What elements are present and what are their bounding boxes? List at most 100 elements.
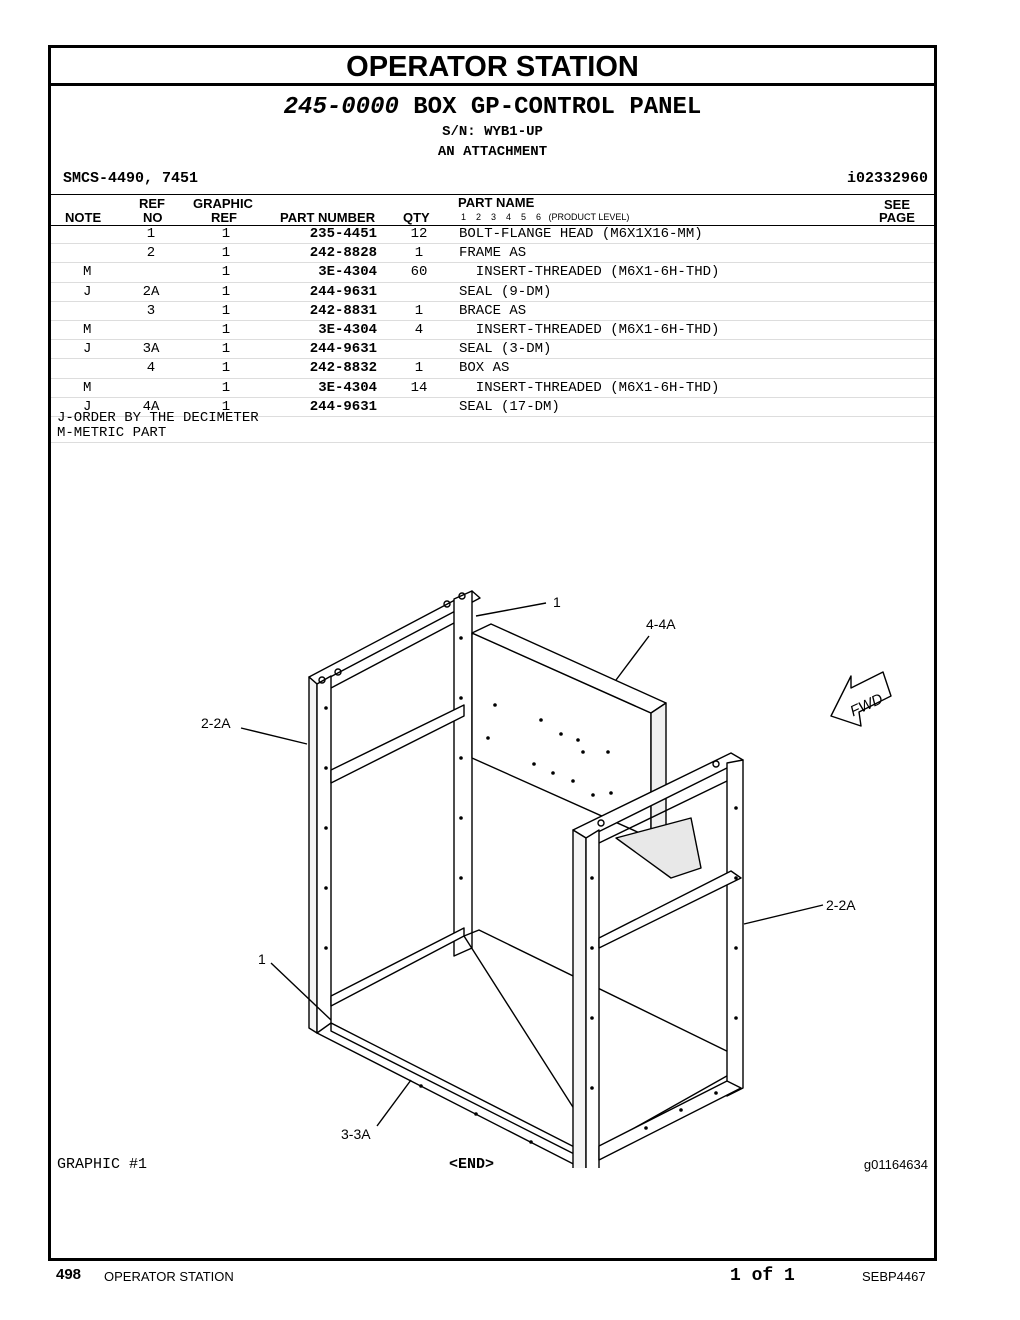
- callout-4-4a: 4-4A: [646, 616, 676, 632]
- ref-no-cell: 2A: [142, 283, 160, 300]
- front-brace: [598, 870, 742, 949]
- notes: J-ORDER BY THE DECIMETER M-METRIC PART: [57, 411, 259, 441]
- back-bottom-rail: [330, 927, 465, 1007]
- graphic-ref-cell: 1: [221, 379, 231, 396]
- qty-cell: 4: [414, 321, 424, 338]
- graphic-ref-cell: 1: [221, 226, 231, 242]
- serial-number: S/N: WYB1-UP: [442, 124, 543, 140]
- parts-table-header: NOTE REF NO GRAPHIC REF PART NUMBER QTY …: [51, 194, 934, 226]
- smcs-code: SMCS-4490, 7451: [63, 170, 199, 187]
- section-title: OPERATOR STATION: [51, 48, 934, 86]
- part-number-cell: 242-8828: [309, 245, 377, 262]
- col-part-name: PART NAME: [458, 195, 535, 210]
- qty-cell: 14: [410, 379, 428, 396]
- part-name-cell: INSERT-THREADED (M6X1-6H-THD): [459, 264, 720, 281]
- document-number: SEBP4467: [862, 1269, 926, 1284]
- part-number-cell: 242-8831: [309, 302, 377, 319]
- graphic-ref-cell: 1: [221, 341, 231, 358]
- ref-no-cell: 2: [146, 245, 156, 262]
- graphic-id: g01164634: [863, 1157, 928, 1172]
- part-number-cell: 244-9631: [309, 341, 377, 358]
- ref-no-cell: 1: [146, 226, 156, 242]
- front-left-post: [572, 829, 587, 1168]
- graphic-ref-cell: 1: [221, 360, 231, 377]
- col-product-level: 1 2 3 4 5 6 (PRODUCT LEVEL): [461, 212, 630, 222]
- back-left-post-face: [316, 675, 332, 1034]
- col-part-number: PART NUMBER: [280, 210, 376, 225]
- part-number-cell: 3E-4304: [318, 264, 377, 281]
- graphic-ref-cell: 1: [221, 245, 231, 262]
- front-bottom-rail: [598, 1080, 742, 1161]
- ref-no-cell: 3: [146, 302, 156, 319]
- attachment-label: AN ATTACHMENT: [437, 144, 548, 160]
- graphic-ref-cell: 1: [221, 264, 231, 281]
- part-number-cell: 244-9631: [309, 398, 377, 415]
- col-note: NOTE: [65, 210, 102, 225]
- illustration-id: i02332960: [846, 170, 928, 187]
- graphic-ref-cell: 1: [221, 321, 231, 338]
- graphic-label: GRAPHIC #1: [57, 1156, 148, 1173]
- note-j: J-ORDER BY THE DECIMETER: [57, 410, 259, 426]
- callout-1-top: 1: [553, 594, 561, 610]
- back-brace: [330, 704, 465, 784]
- page-number: 498: [56, 1266, 82, 1283]
- part-name-cell: INSERT-THREADED (M6X1-6H-THD): [459, 321, 720, 338]
- col-ref-top: REF: [139, 196, 165, 211]
- col-ref-bottom: NO: [143, 210, 163, 225]
- ref-no-cell: 3A: [142, 341, 160, 358]
- part-name-cell: INSERT-THREADED (M6X1-6H-THD): [459, 379, 720, 396]
- group-name: BOX GP-CONTROL PANEL: [413, 94, 702, 121]
- ref-no-cell: 4: [146, 360, 156, 377]
- part-number-cell: 3E-4304: [318, 321, 377, 338]
- note-m: M-METRIC PART: [57, 425, 167, 441]
- col-graphic-bottom: REF: [211, 210, 237, 225]
- part-name-cell: BOLT-FLANGE HEAD (M6X1X16-MM): [459, 226, 703, 242]
- fwd-arrow-icon: [830, 671, 892, 727]
- control-box-side: [650, 702, 667, 839]
- col-qty: QTY: [403, 210, 430, 225]
- part-name-cell: BRACE AS: [459, 302, 527, 319]
- end-label: <END>: [449, 1156, 495, 1173]
- qty-cell: 12: [410, 226, 428, 242]
- part-name-cell: SEAL (17-DM): [459, 398, 560, 415]
- part-number-cell: 242-8832: [309, 360, 377, 377]
- graphic-ref-cell: 1: [221, 398, 231, 415]
- callout-3-3a: 3-3A: [341, 1126, 371, 1142]
- qty-cell: 1: [414, 360, 424, 377]
- page-footer: 498 OPERATOR STATION 1 of 1 SEBP4467: [0, 1266, 1020, 1290]
- group-title: 245-0000 BOX GP-CONTROL PANEL: [51, 94, 934, 121]
- col-see-bottom: PAGE: [879, 210, 915, 225]
- exploded-view-diagram: 1 4-4A 2-2A 2-2A 1 3-3A FWD: [201, 590, 892, 1168]
- part-name-cell: FRAME AS: [459, 245, 527, 262]
- back-left-post: [308, 676, 318, 1034]
- part-name-cell: SEAL (9-DM): [459, 283, 552, 300]
- part-number-cell: 244-9631: [309, 283, 377, 300]
- qty-cell: 60: [410, 264, 428, 281]
- table-row: 4 1 242-8832 1 BOX AS: [51, 359, 934, 379]
- group-number: 245-0000: [283, 94, 399, 121]
- footer-section: OPERATOR STATION: [104, 1269, 234, 1284]
- part-name-cell: BOX AS: [459, 360, 510, 377]
- table-row: 2 1 242-8828 1 FRAME AS: [51, 244, 934, 264]
- callout-2-2a-right: 2-2A: [826, 897, 856, 913]
- part-number-cell: 235-4451: [309, 226, 377, 242]
- col-see-top: SEE: [884, 197, 911, 212]
- front-right-post: [726, 759, 744, 1097]
- callout-2-2a-left: 2-2A: [201, 715, 231, 731]
- notes-divider: [51, 442, 934, 443]
- callout-1-bottom: 1: [258, 951, 266, 967]
- ref-no-cell: 4A: [142, 398, 160, 415]
- part-name-cell: SEAL (3-DM): [459, 341, 552, 358]
- qty-cell: 1: [414, 302, 424, 319]
- back-right-post: [453, 590, 473, 957]
- col-graphic-top: GRAPHIC: [193, 196, 253, 211]
- page-of: 1 of 1: [730, 1266, 795, 1286]
- qty-cell: 1: [414, 245, 424, 262]
